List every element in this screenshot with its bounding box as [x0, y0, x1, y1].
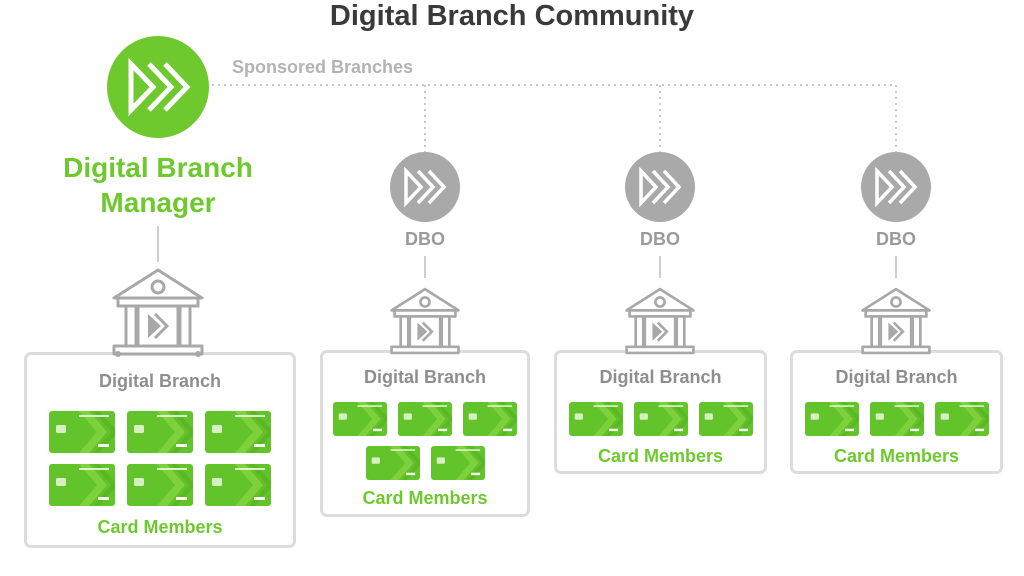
- branch-label: Digital Branch: [363, 367, 487, 387]
- card-row: [557, 402, 764, 436]
- prepaid-card-icon: [633, 402, 688, 436]
- prepaid-card-icon: [333, 402, 387, 436]
- prepaid-card-icon: [127, 464, 193, 506]
- card-members-label: Card Members: [362, 488, 488, 508]
- sponsored-branches-label: Sponsored Branches: [232, 57, 414, 77]
- prepaid-card-icon: [869, 402, 924, 436]
- card-row: [27, 411, 293, 453]
- branch-label: Digital Branch: [98, 371, 222, 391]
- prepaid-card-icon: [804, 402, 859, 436]
- prepaid-card-icon: [934, 402, 989, 436]
- card-row: [323, 446, 527, 480]
- prepaid-card-icon: [568, 402, 623, 436]
- card-members-label: Card Members: [597, 446, 724, 466]
- prepaid-card-icon: [430, 446, 485, 480]
- bank-building-icon: [861, 287, 931, 355]
- prepaid-card-icon: [49, 464, 115, 506]
- dbo-chevrons-icon: [625, 152, 695, 222]
- dbo-label: DBO: [405, 229, 445, 249]
- branch-box-dbo-2: Digital Branch Card Members: [554, 350, 767, 474]
- prepaid-card-icon: [49, 411, 115, 453]
- card-row: [793, 402, 1000, 436]
- manager-label-line2: Manager: [100, 187, 216, 218]
- prepaid-card-icon: [205, 411, 271, 453]
- prepaid-card-icon: [698, 402, 753, 436]
- bank-building-icon: [112, 268, 204, 357]
- prepaid-card-icon: [365, 446, 420, 480]
- branch-label: Digital Branch: [835, 367, 958, 387]
- dbo-label: DBO: [876, 229, 916, 249]
- branch-box-main: Digital Branch Card Members: [24, 352, 296, 548]
- card-row: [323, 402, 527, 436]
- branch-box-dbo-1: Digital Branch Card Members: [320, 350, 530, 517]
- prepaid-card-icon: [205, 464, 271, 506]
- dbo-chevrons-icon: [861, 152, 931, 222]
- bank-building-icon: [625, 287, 695, 355]
- bank-building-icon: [390, 287, 460, 355]
- dbo-chevrons-icon: [390, 152, 460, 222]
- manager-label-line1: Digital Branch: [63, 152, 253, 183]
- chevrons-right-icon: [107, 36, 209, 138]
- diagram-title: Digital Branch Community: [329, 0, 695, 32]
- branch-label: Digital Branch: [599, 367, 722, 387]
- card-members-label: Card Members: [833, 446, 960, 466]
- card-members-label: Card Members: [97, 517, 223, 537]
- prepaid-card-icon: [127, 411, 193, 453]
- prepaid-card-icon: [398, 402, 452, 436]
- dbo-label: DBO: [640, 229, 680, 249]
- branch-box-dbo-3: Digital Branch Card Members: [790, 350, 1003, 474]
- card-row: [27, 464, 293, 506]
- prepaid-card-icon: [463, 402, 517, 436]
- digital-branch-manager-label: Digital Branch Manager: [40, 150, 276, 220]
